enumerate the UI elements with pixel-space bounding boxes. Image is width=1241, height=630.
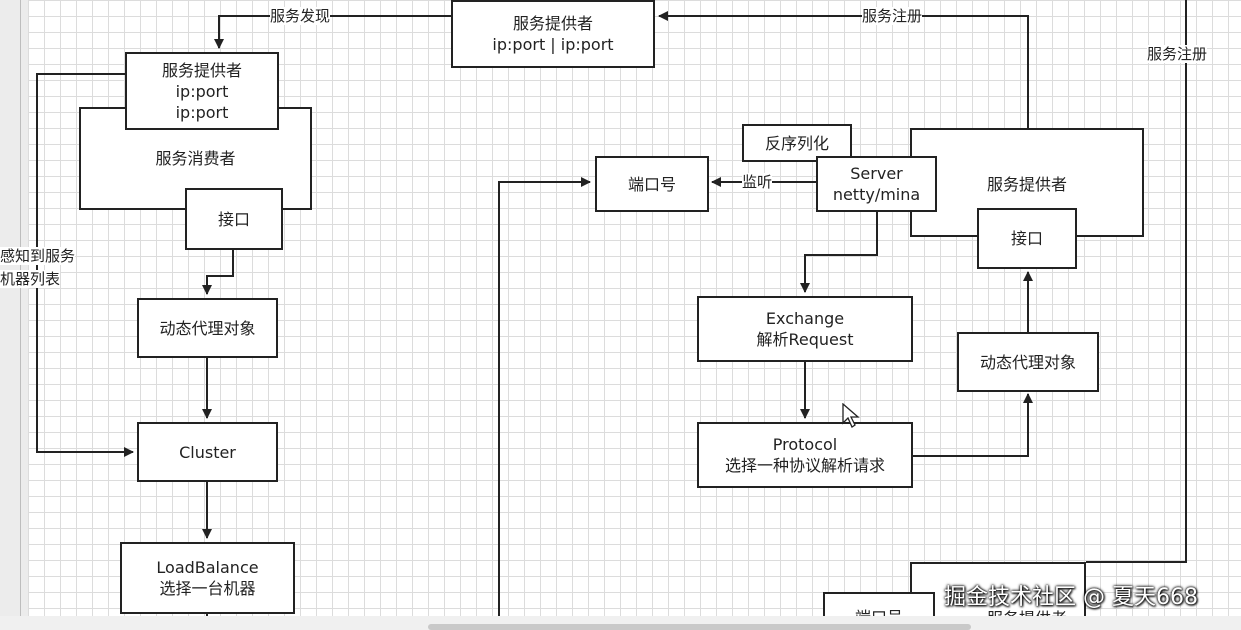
loadbalance-subtitle: 选择一台机器 (159, 579, 256, 598)
exchange-title: Exchange (765, 309, 845, 328)
scrollbar-thumb[interactable] (428, 624, 971, 630)
registry-provider-box[interactable]: 服务提供者 ip:port | ip:port (451, 0, 655, 68)
consumer-provider-title: 服务提供者 (161, 60, 242, 80)
protocol-subtitle: 选择一种协议解析请求 (724, 456, 885, 475)
port-label: 端口号 (627, 174, 676, 194)
deserialize-label: 反序列化 (764, 133, 829, 153)
protocol-box[interactable]: Protocol 选择一种协议解析请求 (697, 422, 913, 488)
consumer-provider-list-box[interactable]: 服务提供者 ip:port ip:port (125, 52, 279, 130)
protocol-title: Protocol (772, 435, 838, 454)
perceive-label-line2: 机器列表 (0, 270, 61, 288)
service-register-right-label: 服务注册 (1147, 45, 1208, 63)
loadbalance-title: LoadBalance (156, 558, 259, 577)
consumer-interface-box[interactable]: 接口 (185, 188, 283, 250)
interface-to-proxy-arrow (202, 250, 234, 295)
service-register-right-line (1086, 0, 1187, 563)
server-dynamic-proxy-label: 动态代理对象 (979, 352, 1076, 372)
cluster-label: Cluster (179, 442, 236, 462)
server-interface-label: 接口 (1010, 229, 1043, 248)
cluster-box[interactable]: Cluster (137, 422, 278, 482)
consumer-label: 服务消费者 (155, 149, 236, 168)
loadbalance-box[interactable]: LoadBalance 选择一台机器 (120, 542, 295, 614)
consumer-interface-label: 接口 (217, 209, 250, 229)
exchange-subtitle: 解析Request (756, 330, 854, 349)
registry-provider-address: ip:port | ip:port (492, 35, 614, 54)
service-register-top-label: 服务注册 (862, 7, 923, 25)
watermark-text: 掘金技术社区 @ 夏天668 (944, 585, 1198, 610)
server-dynamic-proxy-box[interactable]: 动态代理对象 (957, 332, 1099, 392)
left-side-panel (0, 0, 28, 630)
perceive-label-line1: 感知到服务 (0, 247, 76, 265)
server-box[interactable]: Server netty/mina (816, 156, 937, 212)
exchange-box[interactable]: Exchange 解析Request (697, 296, 913, 362)
left-panel-border (20, 0, 21, 630)
consumer-provider-address-1: ip:port (175, 81, 229, 101)
server-to-exchange-arrow (800, 212, 878, 293)
server-provider-label: 服务提供者 (986, 175, 1067, 194)
client-to-port-arrow (498, 177, 591, 630)
port-box[interactable]: 端口号 (595, 156, 709, 212)
deserialize-box[interactable]: 反序列化 (742, 124, 852, 162)
client-dynamic-proxy-label: 动态代理对象 (159, 318, 256, 338)
service-discovery-arrow (214, 15, 451, 49)
registry-provider-title: 服务提供者 (512, 14, 593, 33)
consumer-provider-address-2: ip:port (175, 102, 229, 122)
service-discovery-label: 服务发现 (270, 7, 331, 25)
client-dynamic-proxy-box[interactable]: 动态代理对象 (137, 298, 278, 358)
service-register-top-arrow (658, 11, 1029, 128)
server-title: Server (850, 164, 903, 183)
server-interface-box[interactable]: 接口 (977, 208, 1077, 269)
mouse-pointer-icon (842, 403, 860, 428)
protocol-to-proxy-arrow (913, 393, 1033, 457)
listen-label: 监听 (742, 173, 773, 191)
server-subtitle: netty/mina (832, 185, 921, 204)
